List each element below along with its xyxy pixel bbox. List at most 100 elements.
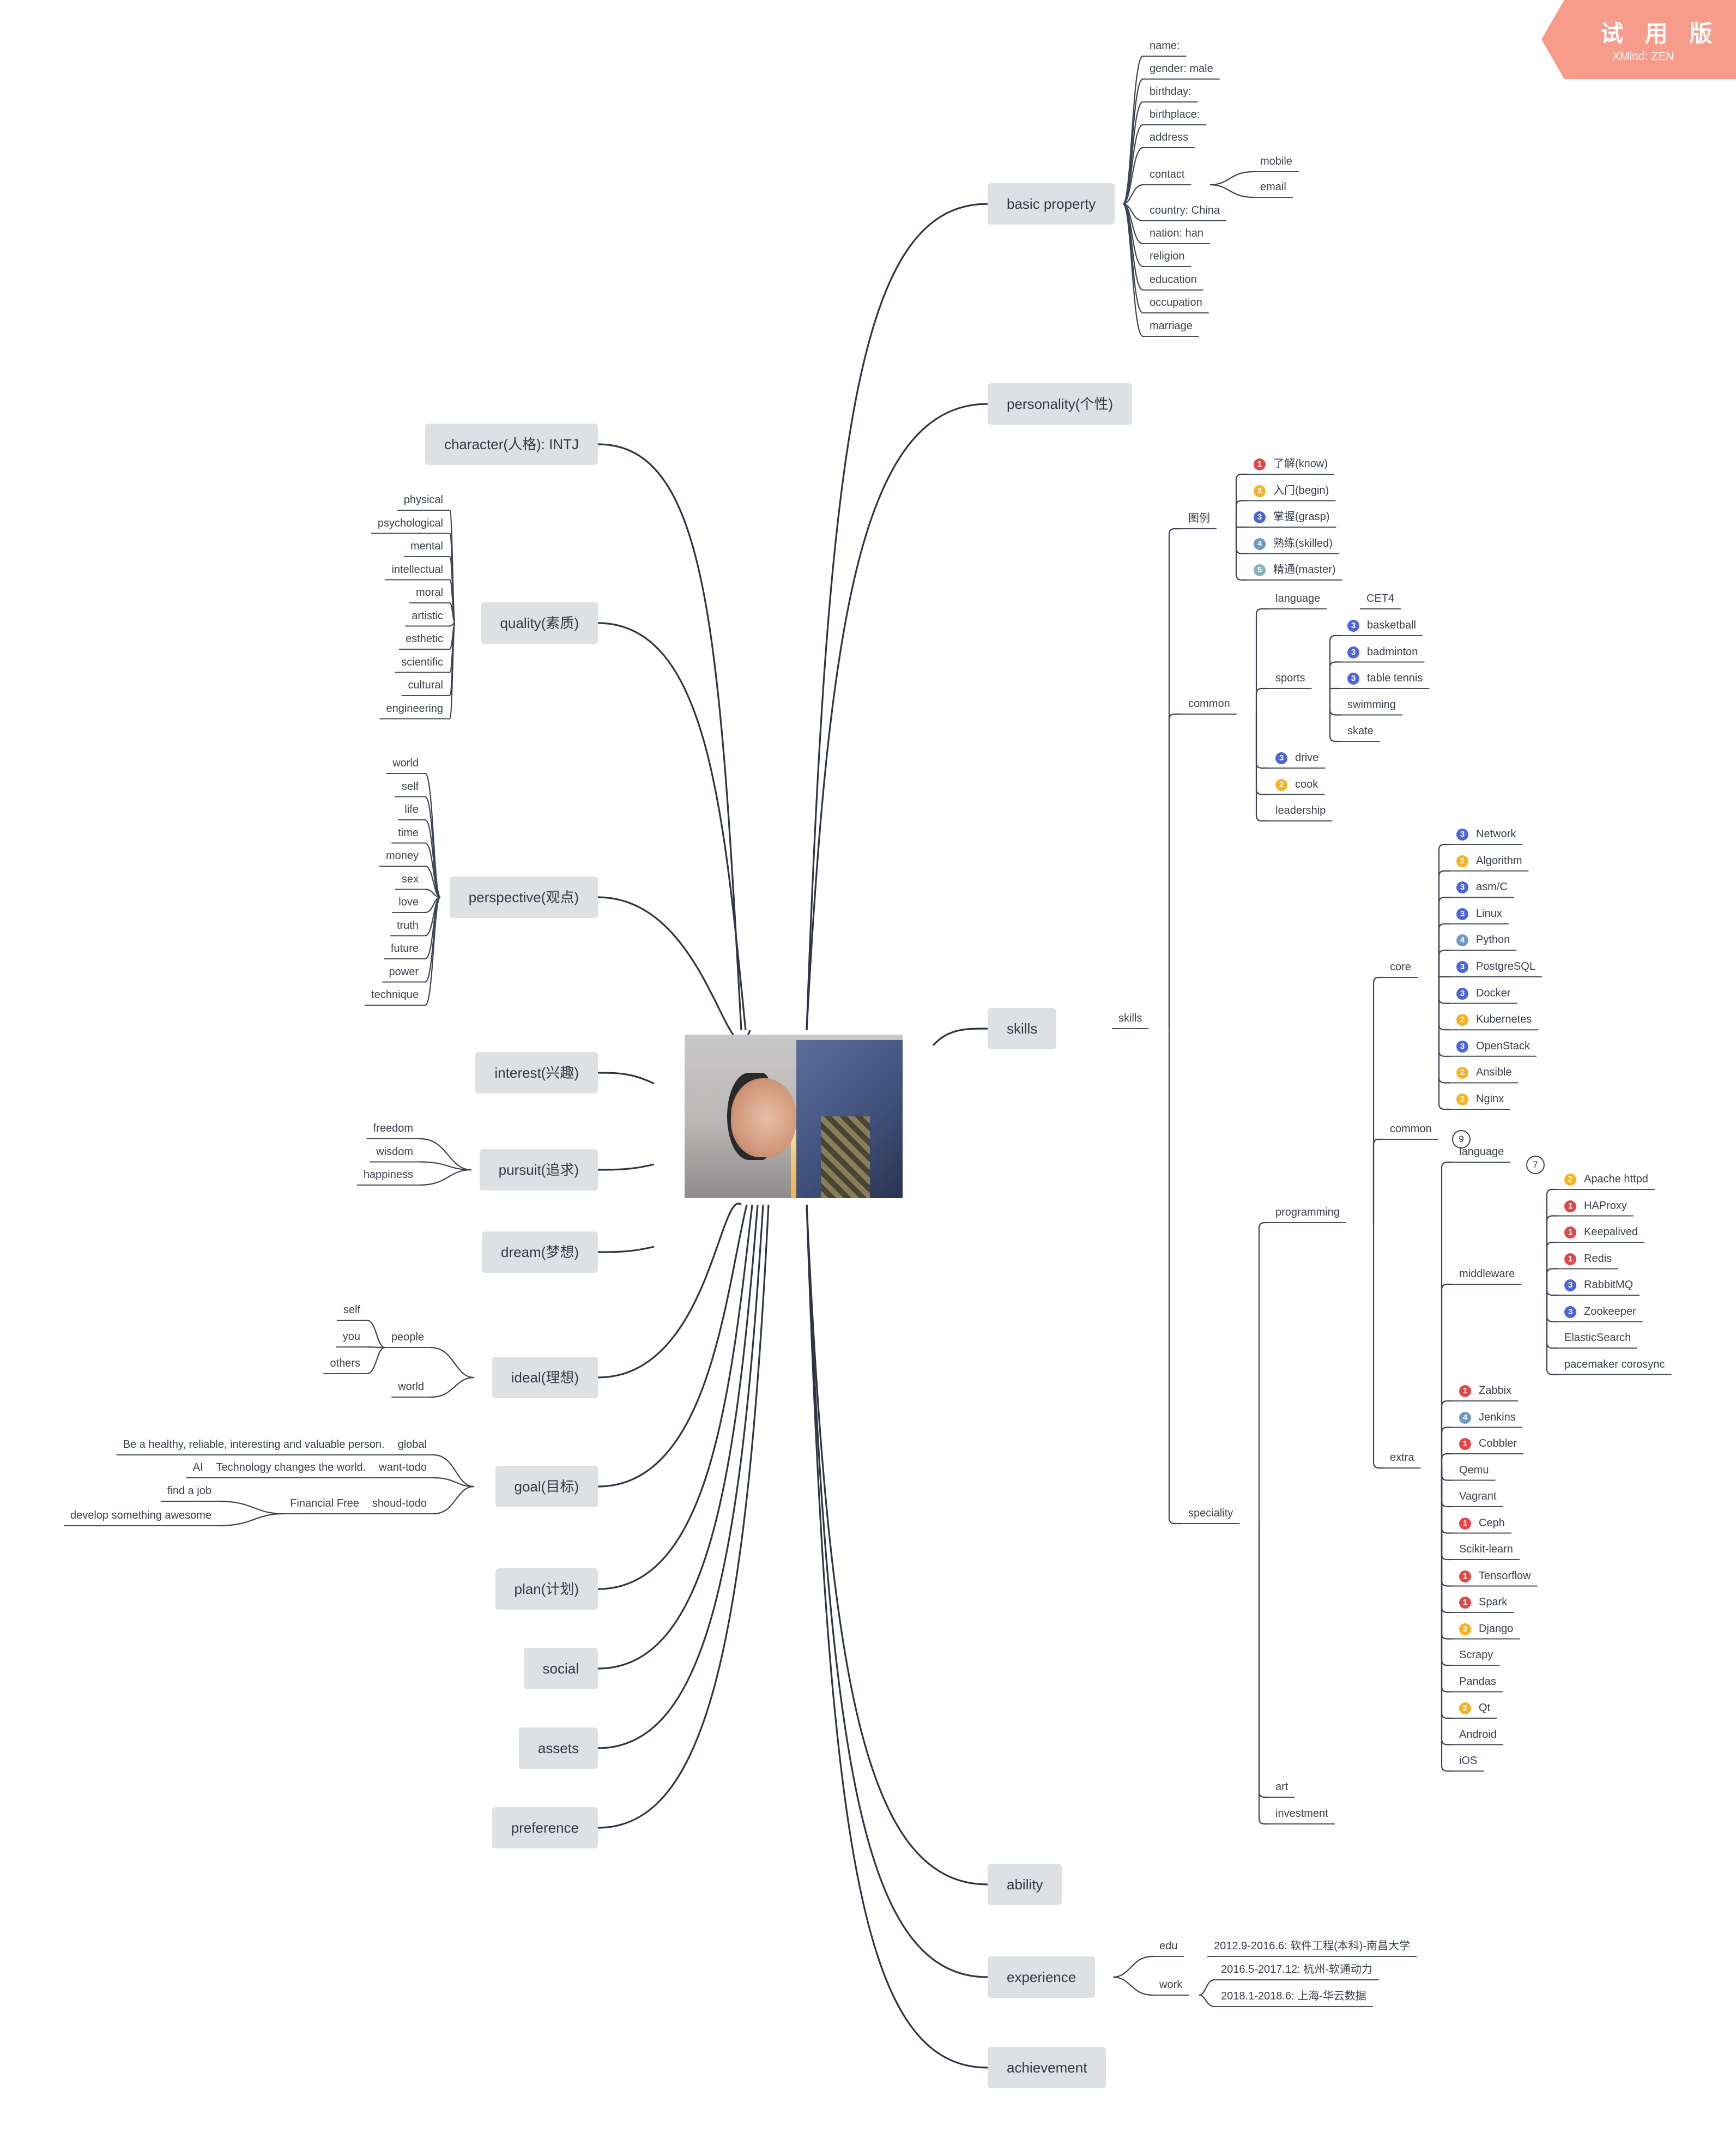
goal-ai[interactable]: AI [193,1460,203,1475]
exp-work[interactable]: work [1159,1978,1182,1992]
central-photo[interactable] [685,1035,903,1198]
spec-investment[interactable]: investment [1275,1806,1328,1821]
common-cet4[interactable]: CET4 [1366,591,1394,606]
ideal-3[interactable]: others [330,1356,360,1370]
middleware-6[interactable]: ElasticSearch [1564,1331,1631,1345]
exp-edu[interactable]: edu [1159,1939,1177,1953]
basic-0[interactable]: name: [1150,39,1180,53]
goal-job[interactable]: find a job [167,1484,211,1498]
basic-9[interactable]: nation: han [1150,226,1203,240]
topic-perspective[interactable]: perspective(观点) [449,877,598,918]
collapsed-count-badge[interactable]: 9 [1452,1130,1471,1149]
topic-preference[interactable]: preference [492,1807,598,1848]
topic-assets[interactable]: assets [518,1727,598,1769]
pursuit-2[interactable]: happiness [364,1168,413,1182]
topic-pursuit[interactable]: pursuit(追求) [479,1149,598,1191]
pursuit-0[interactable]: freedom [373,1121,413,1135]
ideal-world[interactable]: world [398,1380,424,1394]
goal-want[interactable]: want-todo [379,1460,427,1475]
spec-language[interactable]: language [1459,1145,1504,1159]
basic-10[interactable]: religion [1150,249,1184,263]
legend-label[interactable]: 图例 [1188,511,1210,525]
common-other-2[interactable]: leadership [1275,803,1326,818]
quality-5[interactable]: artistic [412,609,443,623]
common-sports[interactable]: sports [1275,671,1305,685]
quality-1[interactable]: psychological [378,516,443,530]
exp-edu-value[interactable]: 2012.9-2016.6: 软件工程(本科)-南昌大学 [1214,1939,1410,1953]
basic-11[interactable]: education [1150,273,1197,287]
spec-extra[interactable]: extra [1390,1451,1414,1465]
perspective-9[interactable]: power [389,965,419,979]
quality-3[interactable]: intellectual [391,563,443,577]
extra-4[interactable]: Vagrant [1459,1489,1497,1503]
sport-3[interactable]: swimming [1347,698,1396,712]
topic-ability[interactable]: ability [988,1864,1062,1905]
topic-interest[interactable]: interest(兴趣) [475,1052,598,1093]
extra-10[interactable]: Scrapy [1459,1648,1493,1662]
spec-core[interactable]: core [1390,960,1411,974]
perspective-8[interactable]: future [391,941,419,956]
topic-ideal[interactable]: ideal(理想) [492,1357,598,1398]
spec-common[interactable]: common [1390,1122,1432,1136]
perspective-3[interactable]: time [398,826,419,840]
quality-9[interactable]: engineering [386,702,443,716]
middleware-7[interactable]: pacemaker corosync [1564,1357,1665,1371]
topic-skills[interactable]: skills [988,1008,1057,1049]
topic-personality[interactable]: personality(个性) [988,383,1133,425]
sport-4[interactable]: skate [1347,724,1374,738]
topic-basic[interactable]: basic property [988,183,1115,225]
skills-common[interactable]: common [1188,697,1230,711]
quality-6[interactable]: esthetic [406,632,443,646]
basic-12[interactable]: occupation [1150,295,1202,310]
goal-tech[interactable]: Technology changes the world. [216,1460,366,1475]
exp-work-1[interactable]: 2018.1-2018.6: 上海-华云数据 [1221,1989,1366,2003]
quality-7[interactable]: scientific [401,655,443,669]
spec-programming[interactable]: programming [1275,1205,1340,1219]
topic-social[interactable]: social [523,1648,598,1689]
perspective-5[interactable]: sex [402,872,419,886]
pursuit-1[interactable]: wisdom [376,1145,413,1159]
perspective-0[interactable]: world [392,756,419,770]
perspective-7[interactable]: truth [397,919,419,933]
exp-work-0[interactable]: 2016.5-2017.12: 杭州-软通动力 [1221,1962,1372,1977]
basic-6[interactable]: mobile [1260,154,1292,168]
basic-2[interactable]: birthday: [1150,84,1191,99]
spec-art[interactable]: art [1275,1780,1288,1794]
extra-11[interactable]: Pandas [1459,1675,1496,1689]
extra-13[interactable]: Android [1459,1727,1497,1742]
basic-1[interactable]: gender: male [1150,62,1213,76]
ideal-1[interactable]: self [343,1303,360,1317]
topic-experience[interactable]: experience [988,1956,1096,1998]
extra-6[interactable]: Scikit-learn [1459,1542,1513,1556]
quality-2[interactable]: mental [410,539,443,553]
ideal-people[interactable]: people [391,1330,424,1344]
basic-3[interactable]: birthplace: [1150,107,1200,122]
perspective-1[interactable]: self [402,780,419,794]
goal-financial[interactable]: Financial Free [290,1496,359,1510]
goal-healthy[interactable]: Be a healthy, reliable, interesting and … [123,1437,385,1452]
